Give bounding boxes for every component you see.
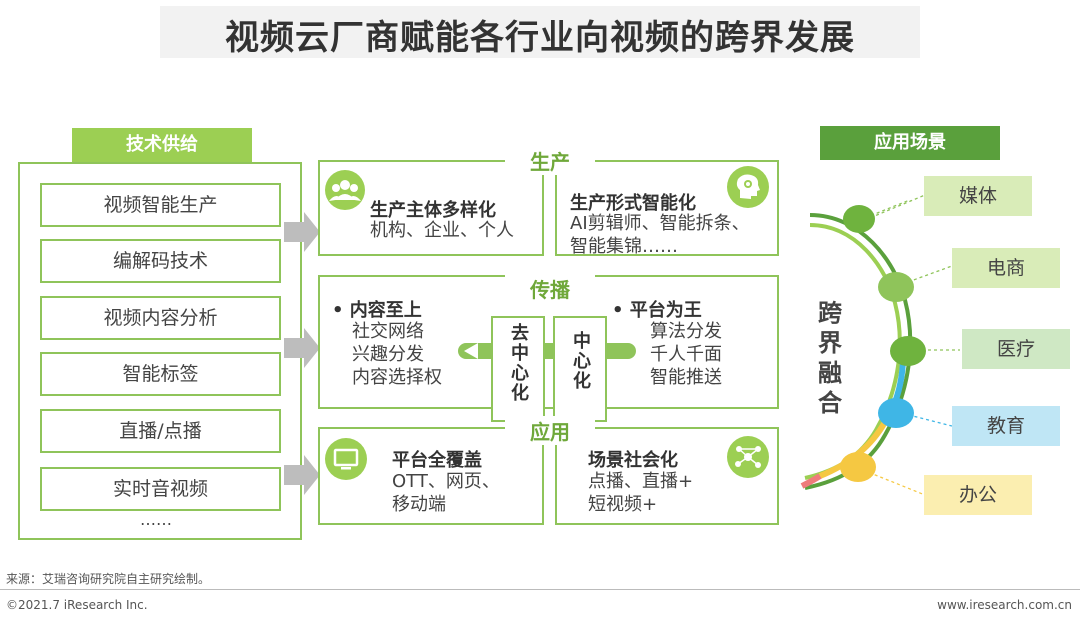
- source-note: 来源：艾瑞咨询研究院自主研究绘制。: [6, 572, 211, 586]
- cross-integration-text: 跨界融合: [818, 299, 842, 417]
- tv-icon: [325, 438, 367, 480]
- arrow-production: [284, 212, 320, 252]
- scene-office: 办公: [924, 475, 1032, 515]
- scene-ecommerce: 电商: [952, 248, 1060, 288]
- dissemination-left-line-2: 兴趣分发: [352, 344, 424, 365]
- title-background: [160, 6, 920, 58]
- dissemination-box: [318, 275, 779, 409]
- production-right-heading: 生产形式智能化: [570, 193, 696, 214]
- footer-divider: [0, 589, 1080, 590]
- production-left-box: [318, 160, 544, 256]
- node-ecommerce: [878, 272, 914, 302]
- scenes-label: 应用场景: [820, 126, 1000, 160]
- dissemination-right-line-3: 智能推送: [650, 367, 722, 388]
- decentral-text: 去中心化: [508, 323, 529, 403]
- copyright: ©2021.7 iResearch Inc.: [6, 598, 148, 612]
- people-icon: [325, 170, 365, 210]
- dissemination-right-heading: • 平台为王: [612, 300, 702, 321]
- application-right-line-2: 短视频+: [588, 494, 658, 515]
- tech-item-smart-production: 视频智能生产: [40, 183, 281, 227]
- dissemination-right-line-2: 千人千面: [650, 344, 722, 365]
- arrow-dissemination: [284, 328, 320, 368]
- dissemination-left-heading: • 内容至上: [332, 300, 422, 321]
- flow-bar: [458, 343, 636, 359]
- application-left-heading: 平台全覆盖: [392, 450, 482, 471]
- tech-item-rtc: 实时音视频: [40, 467, 281, 511]
- tech-supply-label: 技术供给: [72, 128, 252, 162]
- production-left-heading: 生产主体多样化: [370, 200, 496, 221]
- tech-item-codec: 编解码技术: [40, 239, 281, 283]
- tech-item-content-analysis: 视频内容分析: [40, 296, 281, 340]
- decentral-box: 去中心化: [491, 316, 545, 422]
- page-title: 视频云厂商赋能各行业向视频的跨界发展: [225, 18, 855, 58]
- production-right-line-1: AI剪辑师、智能拆条、: [570, 213, 750, 234]
- website: www.iresearch.com.cn: [937, 598, 1072, 612]
- network-icon: [727, 436, 769, 478]
- scene-education: 教育: [952, 406, 1060, 446]
- arrow-application: [284, 455, 320, 495]
- tech-item-live-vod: 直播/点播: [40, 409, 281, 453]
- central-text: 中心化: [570, 331, 591, 391]
- node-media: [843, 205, 875, 233]
- production-right-line-2: 智能集锦……: [570, 236, 678, 257]
- production-title: 生产: [505, 146, 595, 175]
- dissemination-right-line-1: 算法分发: [650, 321, 722, 342]
- node-medical: [890, 336, 926, 366]
- scene-media: 媒体: [924, 176, 1032, 216]
- tech-more-ellipsis: ……: [140, 510, 172, 529]
- application-right-line-1: 点播、直播+: [588, 471, 694, 492]
- dissemination-left-line-3: 内容选择权: [352, 367, 442, 388]
- application-right-heading: 场景社会化: [588, 450, 678, 471]
- node-education: [878, 398, 914, 428]
- scene-medical: 医疗: [962, 329, 1070, 369]
- tech-item-smart-tags: 智能标签: [40, 352, 281, 396]
- central-box: 中心化: [553, 316, 607, 422]
- brain-gear-icon: [727, 166, 769, 208]
- production-left-text: 机构、企业、个人: [370, 220, 514, 241]
- dissemination-left-line-1: 社交网络: [352, 321, 424, 342]
- application-left-line-1: OTT、网页、: [392, 471, 500, 492]
- application-title: 应用: [505, 416, 595, 445]
- node-office: [840, 452, 876, 482]
- dissemination-title: 传播: [505, 274, 595, 303]
- application-left-line-2: 移动端: [392, 494, 446, 515]
